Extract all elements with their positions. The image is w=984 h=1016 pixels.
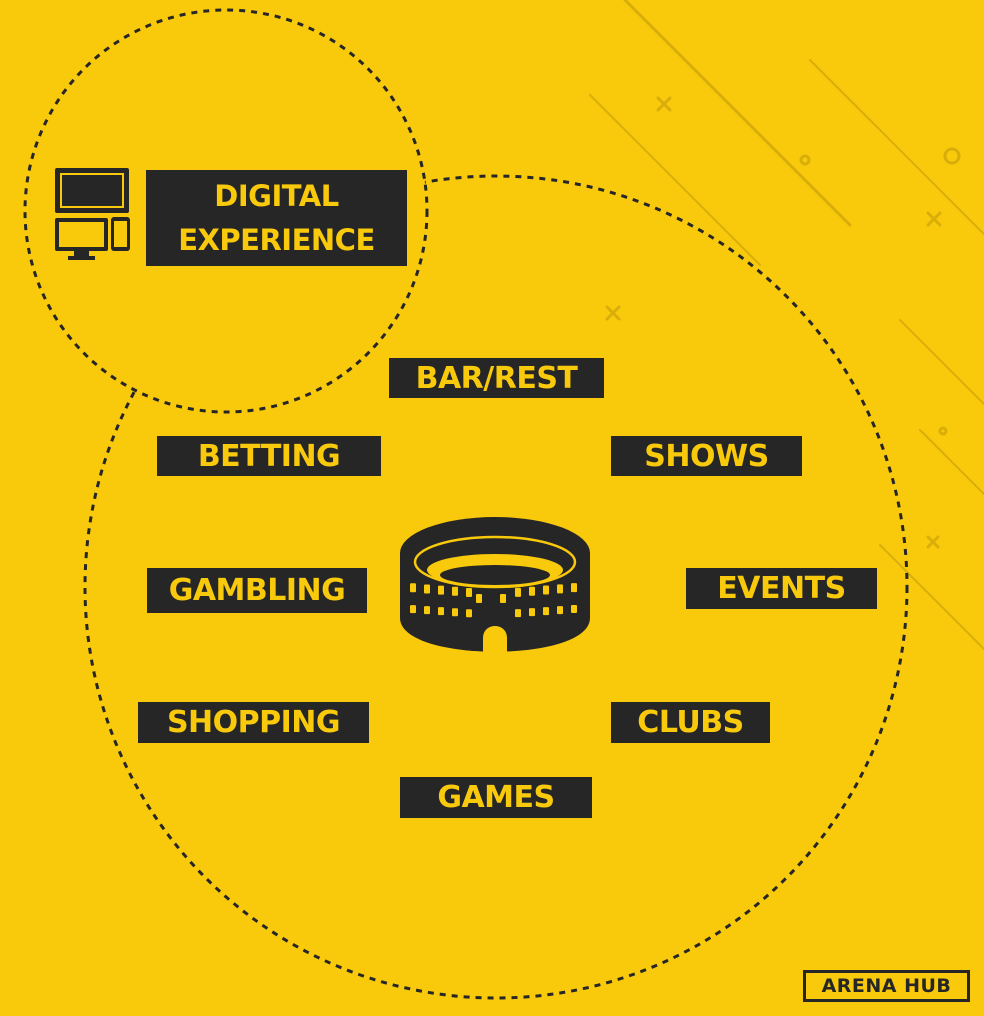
colosseum-window: [438, 607, 444, 616]
label-clubs: CLUBS: [611, 702, 770, 743]
label-shows: SHOWS: [611, 436, 802, 476]
colosseum-window: [500, 594, 506, 603]
decor-line: [879, 544, 984, 650]
colosseum-window: [438, 585, 444, 595]
colosseum-window: [466, 587, 472, 597]
cross-mark: [605, 305, 621, 321]
colosseum-window: [571, 583, 577, 593]
colosseum-window: [515, 609, 521, 618]
colosseum-window: [452, 608, 458, 617]
label-games: GAMES: [400, 777, 592, 818]
colosseum-window: [543, 585, 549, 595]
label-betting: BETTING: [157, 436, 381, 476]
label-shopping: SHOPPING: [138, 702, 369, 743]
label-gambling: GAMBLING: [147, 568, 367, 613]
ring-mark: [938, 426, 948, 436]
title-line-1: DIGITAL: [214, 179, 339, 213]
colosseum-window: [466, 609, 472, 618]
devices-icon: [55, 168, 130, 260]
digital-experience-title: DIGITAL EXPERIENCE: [146, 170, 407, 266]
colosseum-window: [410, 583, 416, 593]
colosseum-window: [529, 586, 535, 596]
colosseum-window: [543, 607, 549, 616]
colosseum-window: [529, 608, 535, 617]
decor-line: [919, 429, 984, 495]
label-events: EVENTS: [686, 568, 877, 609]
colosseum-window: [515, 587, 521, 597]
colosseum-window: [557, 606, 563, 615]
decor-line: [623, 0, 852, 227]
arena-circle: [83, 174, 909, 1000]
label-bar-rest: BAR/REST: [389, 358, 604, 398]
brand-logo: ARENA HUB: [803, 970, 970, 1002]
cross-mark: [926, 211, 942, 227]
decor-line: [589, 94, 761, 266]
ring-mark: [799, 154, 811, 166]
decor-line: [899, 319, 984, 405]
colosseum-window: [424, 584, 430, 594]
background-decorations: [589, 0, 984, 650]
cross-mark: [926, 535, 940, 549]
colosseum-window: [424, 606, 430, 615]
title-line-2: EXPERIENCE: [178, 223, 375, 257]
colosseum-window: [410, 605, 416, 614]
ring-mark: [943, 147, 961, 165]
colosseum-window: [452, 586, 458, 596]
colosseum-window: [557, 584, 563, 594]
decor-line: [809, 59, 984, 235]
colosseum-window: [571, 605, 577, 614]
colosseum-window: [476, 594, 482, 603]
colosseum-icon: [400, 517, 590, 662]
cross-mark: [656, 96, 672, 112]
background-marks: [605, 96, 961, 549]
